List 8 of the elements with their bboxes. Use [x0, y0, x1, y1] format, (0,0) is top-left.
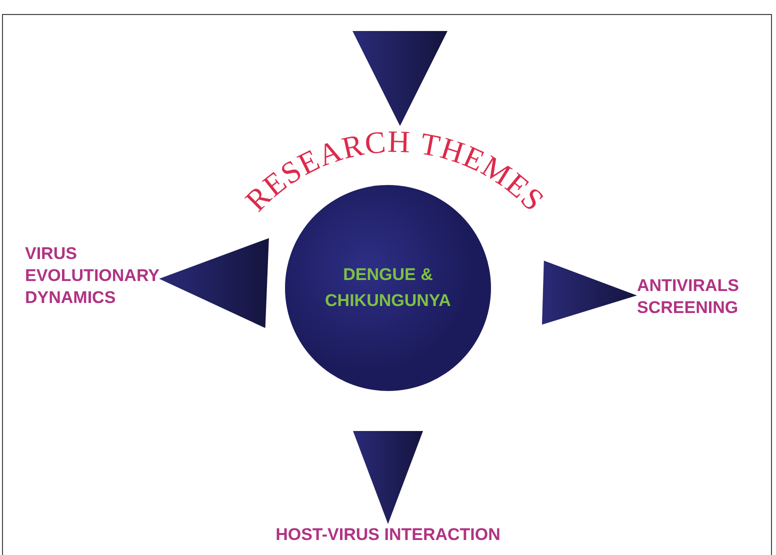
wedge-arrow [353, 431, 423, 524]
circle-label: DENGUE & CHIKUNGUNYA [324, 264, 452, 312]
wedge-arrow [542, 260, 637, 325]
wedge-arrow [159, 238, 269, 328]
wedge-arrow [352, 31, 448, 126]
theme-label: VIRUS EVOLUTIONARY DYNAMICS [25, 243, 160, 309]
theme-label: ANTIVIRALS SCREENING [637, 275, 740, 319]
theme-label: HOST-VIRUS INTERACTION [274, 524, 502, 546]
